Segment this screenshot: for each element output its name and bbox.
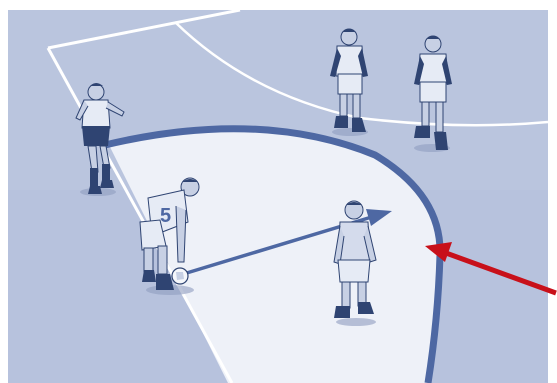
ball xyxy=(172,268,188,284)
jersey-number: 5 xyxy=(160,205,171,227)
